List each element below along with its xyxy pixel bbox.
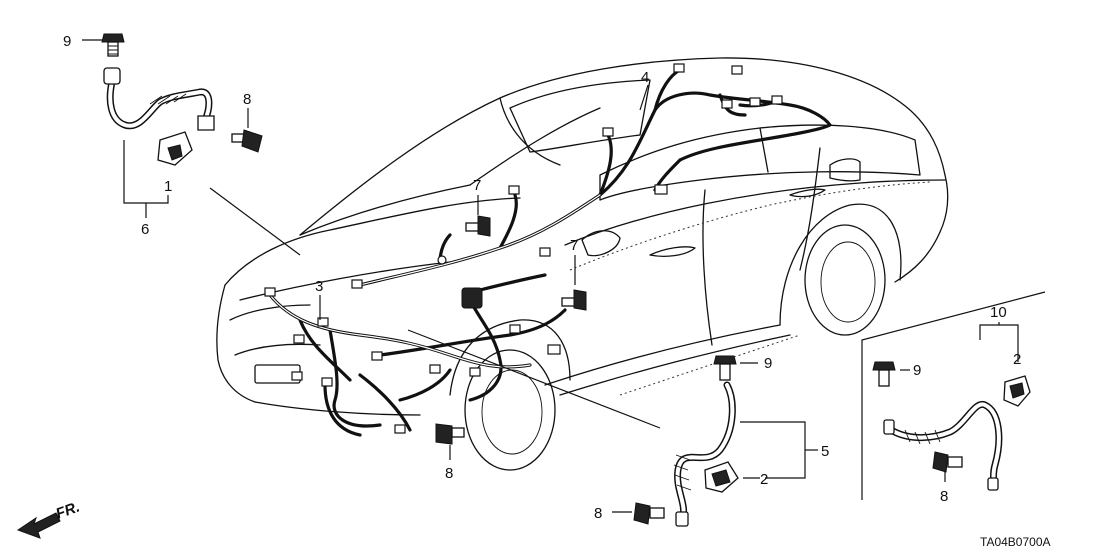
car-body [216,57,949,471]
callout-3: 3 [315,278,323,295]
callout-2-right: 2 [1013,351,1021,368]
bolt-8-front [435,423,465,445]
callout-7-lower: 7 [570,237,578,254]
engine-compartment-harness [264,247,567,437]
callout-9-top-left: 9 [63,33,71,50]
leader-lines [82,39,1019,513]
flange-bolt-icon [932,451,963,473]
flange-bolt-icon [231,129,263,153]
callout-1: 1 [164,178,172,195]
callout-10: 10 [990,304,1007,321]
ground-cable-assembly-right [872,361,1031,491]
bolt-7-upper [465,215,491,237]
flange-bolt-icon [101,33,125,57]
callout-9-right: 9 [913,362,921,379]
callout-8-front: 8 [445,465,453,482]
callout-9-middle: 9 [764,355,772,372]
bolt-7-lower [561,289,587,311]
terminal-cover-icon [157,131,193,166]
callout-4: 4 [641,69,649,86]
terminal-cover-icon [1003,375,1031,407]
drawing-code: TA04B0700A [980,535,1051,549]
front-direction-arrow-icon [16,512,61,539]
ground-cable-assembly-middle [633,355,739,527]
callout-labels: 9 8 1 6 4 7 7 3 9 8 5 2 8 10 2 9 8 [63,33,1021,522]
callout-2-bracket: 2 [760,471,768,488]
cabin-harness [351,63,832,289]
flange-bolt-icon [633,502,665,525]
callout-7-upper: 7 [473,177,481,194]
terminal-cover-icon [704,461,739,493]
flange-bolt-icon [872,361,896,387]
callout-8-bottom: 8 [594,505,602,522]
callout-5: 5 [821,443,829,460]
callout-8-top-left: 8 [243,91,251,108]
flange-bolt-icon [713,355,737,381]
callout-6: 6 [141,221,149,238]
front-direction-label: FR. [54,499,83,523]
callout-8-right: 8 [940,488,948,505]
ground-cable-assembly-top-left [101,33,263,166]
detail-panel-border [861,291,1046,500]
